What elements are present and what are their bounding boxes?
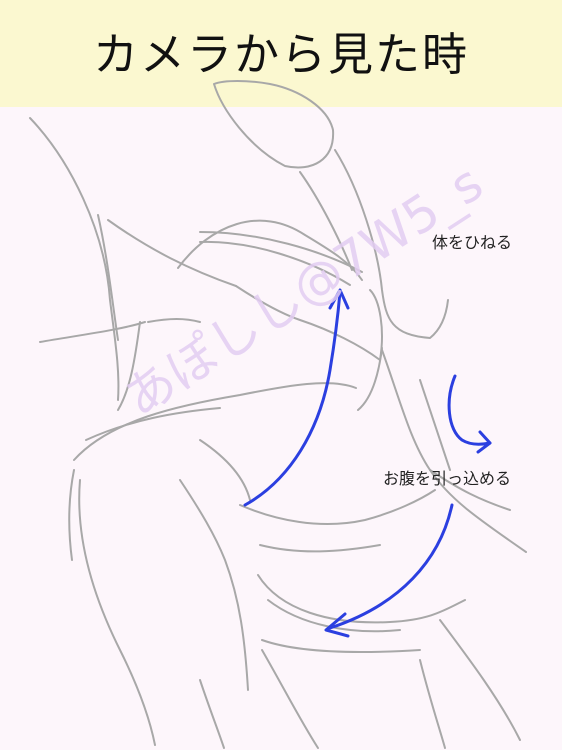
belly-line — [239, 489, 436, 525]
arrow-up-twist — [243, 290, 342, 507]
twist-label: 体をひねる — [432, 233, 513, 252]
left-arm-outline — [29, 117, 120, 401]
arrow-hook — [447, 374, 492, 446]
thigh-line — [261, 649, 319, 749]
lower-arm-outline — [78, 479, 156, 746]
belly-label: お腹を引っ込める — [383, 469, 512, 488]
title-band: カメラから見た時 — [0, 0, 562, 107]
head-outline — [213, 80, 335, 169]
page-title: カメラから見た時 — [92, 28, 469, 81]
chest-line — [177, 219, 363, 281]
hip-line — [257, 574, 466, 624]
arrow-down-belly — [328, 503, 454, 630]
neck-line — [334, 149, 449, 339]
